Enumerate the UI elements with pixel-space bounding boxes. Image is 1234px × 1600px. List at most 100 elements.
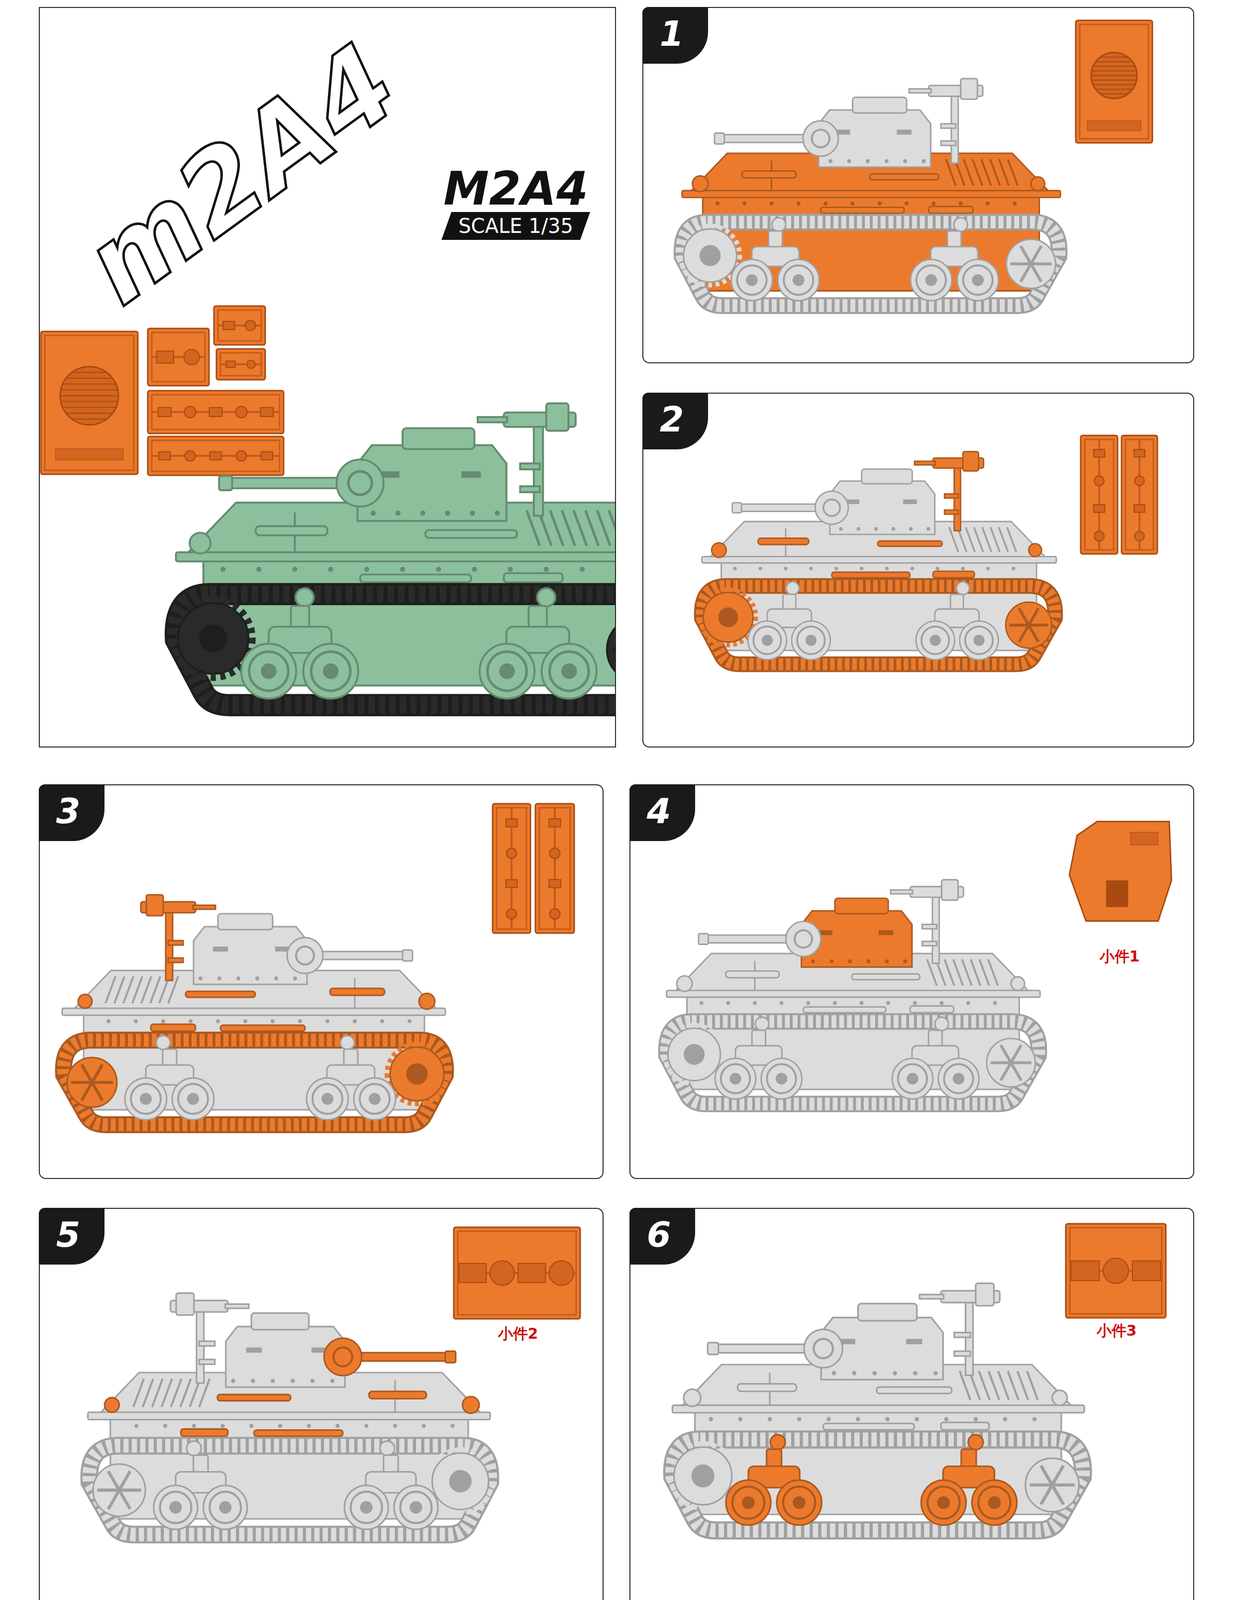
step-number: 6: [629, 1207, 696, 1265]
illustration-shape: [147, 328, 209, 386]
illustration-shape: [988, 959, 999, 986]
illustration-shape: [971, 1479, 1017, 1525]
illustration-shape: [251, 1312, 309, 1330]
illustration-shape: [550, 510, 564, 546]
illustration-shape: [938, 1058, 980, 1100]
illustration-shape: [898, 1063, 928, 1094]
illustration-shape: [944, 510, 959, 515]
illustration-group: [670, 1283, 1085, 1531]
sprue-illustration: [453, 1227, 581, 1319]
illustration-shape: [1019, 624, 1029, 642]
illustration-shape: [106, 1019, 111, 1024]
illustration-shape: [998, 1370, 1010, 1400]
illustration-shape: [158, 407, 172, 417]
outline-title: m2A4: [66, 26, 415, 322]
illustration-shape: [1132, 1260, 1161, 1281]
illustration-shape: [1040, 1465, 1053, 1485]
illustration-shape: [1028, 624, 1038, 642]
illustration-shape: [306, 1077, 349, 1120]
cover-panel: m2A4M2A4SCALE 1/35: [38, 6, 617, 748]
illustration-shape: [180, 1378, 191, 1408]
illustration-shape: [420, 510, 426, 516]
illustration-shape: [820, 207, 905, 214]
illustration-shape: [988, 1495, 1002, 1509]
illustration-shape: [910, 259, 952, 301]
illustration-shape: [813, 1338, 833, 1358]
illustration-shape: [971, 274, 984, 287]
illustration-shape: [940, 140, 956, 146]
illustration-shape: [573, 510, 587, 546]
illustration-shape: [185, 450, 196, 461]
illustration-shape: [494, 510, 501, 516]
tank-illustration: [62, 894, 447, 1125]
illustration-shape: [666, 1021, 1039, 1105]
illustration-shape: [449, 1470, 471, 1492]
illustration-shape: [979, 959, 990, 986]
sprue-illustration: [213, 306, 266, 345]
illustration-shape: [1091, 70, 1137, 72]
illustration-shape: [585, 510, 599, 546]
illustration-shape: [256, 566, 262, 573]
illustration-shape: [217, 309, 262, 341]
illustration-shape: [682, 221, 1060, 306]
illustration-shape: [1134, 476, 1144, 486]
illustration-shape: [344, 1485, 389, 1530]
illustration-shape: [241, 643, 297, 699]
illustration-shape: [450, 1423, 455, 1428]
text-holder: m2A4: [66, 26, 415, 322]
illustration-shape: [776, 1479, 822, 1525]
illustration-shape: [672, 1439, 1083, 1531]
illustration-shape: [904, 201, 909, 206]
text-holder: 4: [629, 784, 696, 841]
illustration-shape: [786, 581, 800, 595]
illustration-shape: [890, 889, 913, 894]
sprue-illustration: [1080, 435, 1118, 554]
illustration-shape: [963, 265, 993, 295]
illustration-shape: [665, 1025, 724, 1084]
illustration-shape: [67, 1057, 117, 1108]
illustration-shape: [973, 1416, 979, 1422]
illustration-shape: [702, 556, 1057, 563]
illustration-shape: [838, 526, 843, 531]
illustration-shape: [960, 566, 965, 571]
illustration-shape: [199, 1359, 215, 1364]
illustration-shape: [1100, 93, 1128, 95]
step-number: 2: [642, 392, 709, 450]
illustration-shape: [249, 1423, 254, 1428]
illustration-shape: [940, 123, 956, 129]
illustration-shape: [160, 1491, 192, 1523]
illustration-shape: [884, 959, 889, 964]
illustration-shape: [896, 129, 912, 135]
illustration-shape: [81, 1064, 93, 1083]
illustration-shape: [892, 1370, 898, 1376]
illustration-shape: [402, 427, 475, 449]
illustration-shape: [990, 526, 1001, 552]
illustration-shape: [89, 1445, 491, 1535]
illustration-shape: [682, 190, 1061, 198]
illustration-shape: [921, 1479, 966, 1525]
illustration-shape: [1095, 88, 1133, 90]
illustration-shape: [885, 566, 889, 571]
illustration-shape: [444, 510, 451, 516]
illustration-shape: [715, 1058, 756, 1100]
illustration-shape: [775, 1072, 788, 1085]
illustration-shape: [243, 1019, 248, 1024]
illustration-shape: [395, 510, 402, 516]
illustration-shape: [909, 89, 931, 94]
illustration-shape: [418, 993, 435, 1010]
illustration-shape: [519, 463, 540, 470]
illustration-shape: [359, 1083, 390, 1114]
illustration-group: [88, 1292, 493, 1535]
illustration-shape: [926, 526, 930, 531]
text-holder: 2: [642, 392, 709, 450]
illustration-shape: [139, 1092, 152, 1105]
illustration-shape: [732, 502, 742, 513]
illustration-shape: [777, 259, 820, 301]
illustration-shape: [329, 988, 385, 996]
tank-illustration: [665, 879, 1041, 1104]
illustration-shape: [852, 97, 907, 113]
illustration-shape: [213, 306, 266, 345]
illustration-shape: [738, 1416, 743, 1422]
illustration-shape: [89, 1445, 491, 1535]
illustration-shape: [298, 1019, 303, 1024]
